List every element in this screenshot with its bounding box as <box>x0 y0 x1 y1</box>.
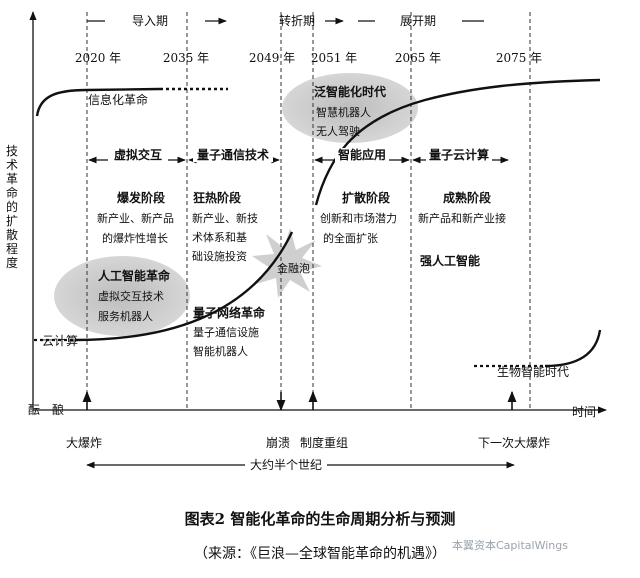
year-2049-label: 2049 年 <box>249 51 295 65</box>
stage-frenzy-line: 术体系和基 <box>192 230 247 244</box>
band-qcomm-bg <box>193 148 273 162</box>
phase-turn-label: 转折期 <box>279 13 315 28</box>
ai-revolution-line: 服务机器人 <box>98 309 153 323</box>
financial-bubble-burst <box>252 228 322 298</box>
half-century-bg <box>245 456 327 472</box>
phase-deploy-label: 展开期 <box>400 14 436 28</box>
stage-diffusion-title: 扩散阶段 <box>342 190 391 205</box>
y-axis-char: 技 <box>6 144 18 158</box>
stage-burst-title: 爆发阶段 <box>117 190 166 205</box>
info-revolution-label: 信息化革命 <box>88 92 148 107</box>
stage-mature-line: 新产品和新产业接 <box>418 211 506 225</box>
year-2051-label: 2051 年 <box>311 51 357 65</box>
y-axis-label: 技 术 革 命 的 扩 散 程 度 <box>6 144 18 270</box>
event-collapse: 崩溃 <box>266 436 290 450</box>
event-restructure: 制度重组 <box>300 435 348 450</box>
band-smartapp-label: 智能应用 <box>337 147 386 162</box>
quantum-network-line: 智能机器人 <box>193 344 248 358</box>
quantum-network-curve <box>74 231 294 342</box>
y-axis-char: 术 <box>6 158 18 172</box>
y-axis-char: 散 <box>6 227 18 242</box>
figure-source: （来源：《巨浪—全球智能革命的机遇》） <box>194 546 446 562</box>
stage-frenzy-line: 础设施投资 <box>192 249 247 263</box>
y-axis-char: 命 <box>6 185 18 200</box>
band-qcloud-label: 量子云计算 <box>429 147 489 162</box>
pan-intelligence-line: 无人驾驶 <box>316 124 360 138</box>
band-smartapp-bg <box>335 148 389 162</box>
half-century-label: 大约半个世纪 <box>250 457 322 472</box>
strong-ai-label: 强人工智能 <box>420 253 480 268</box>
band-qcomm-label: 量子通信技术 <box>197 147 269 162</box>
stage-burst-line: 的爆炸性增长 <box>102 231 168 245</box>
pan-intelligence-ellipse <box>282 73 418 143</box>
band-qcloud-bg <box>426 148 492 162</box>
stage-burst-line: 新产业、新产品 <box>97 211 174 225</box>
bio-curve <box>544 329 602 368</box>
y-axis-char: 度 <box>6 255 18 270</box>
quantum-network-line: 量子通信设施 <box>193 326 259 339</box>
year-2075-label: 2075 年 <box>496 51 542 65</box>
y-axis-char: 革 <box>6 172 18 186</box>
stage-diffusion-line: 创新和市场潜力 <box>320 211 397 225</box>
cloud-label: 云计算 <box>42 333 78 348</box>
phase-intro-label: 导入期 <box>132 14 168 28</box>
pan-intelligence-curve <box>314 78 601 206</box>
event-next-big-bang: 下一次大爆炸 <box>478 436 550 450</box>
year-2065-label: 2065 年 <box>395 51 441 65</box>
stage-mature-title: 成熟阶段 <box>443 190 492 205</box>
year-guides <box>86 12 531 410</box>
stage-frenzy-line: 新产业、新技 <box>192 211 258 225</box>
ai-revolution-ellipse <box>54 256 190 336</box>
stage-frenzy-title: 狂热阶段 <box>193 190 242 205</box>
pan-intelligence-line: 智慧机器人 <box>316 105 371 119</box>
pan-intelligence-title: 泛智能化时代 <box>314 84 386 99</box>
y-axis-char: 的 <box>6 199 18 214</box>
y-axis-char: 程 <box>6 241 18 256</box>
quantum-network-title: 量子网络革命 <box>193 305 266 320</box>
bio-label: 生物智能时代 <box>497 364 569 379</box>
band-virtual-label: 虚拟交互 <box>114 147 162 162</box>
financial-bubble-label: 金融泡 <box>277 261 310 275</box>
year-2035-label: 2035 年 <box>163 51 209 65</box>
origin-label: 酝 酿 <box>28 402 64 417</box>
year-2020-label: 2020 年 <box>75 51 121 65</box>
ai-revolution-line: 虚拟交互技术 <box>98 289 164 303</box>
info-revolution-curve <box>35 87 161 117</box>
event-big-bang: 大爆炸 <box>66 436 102 450</box>
stage-diffusion-line: 的全面扩张 <box>323 231 378 245</box>
x-axis-label: 时间 <box>572 405 596 419</box>
figure-title: 图表2 智能化革命的生命周期分析与预测 <box>184 510 456 528</box>
band-virtual-bg <box>108 148 168 162</box>
ai-revolution-title: 人工智能革命 <box>98 268 171 283</box>
y-axis-char: 扩 <box>6 214 18 228</box>
watermark: 本翼资本CapitalWings <box>452 539 568 552</box>
